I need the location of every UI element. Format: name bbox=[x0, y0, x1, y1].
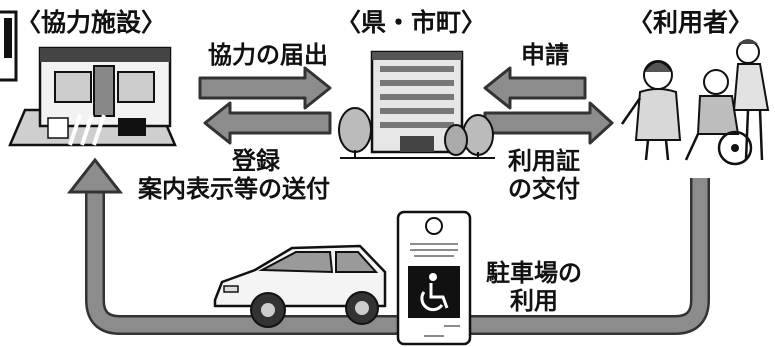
users-illustration bbox=[620, 39, 770, 166]
car-illustration bbox=[213, 244, 387, 328]
left-edge-sign bbox=[0, 10, 18, 82]
arrow-registration bbox=[203, 101, 332, 145]
issuance-label-line1: 利用証 bbox=[508, 147, 580, 175]
parking-use-label-line1: 駐車場の bbox=[486, 259, 582, 287]
parking-permit-card bbox=[396, 210, 472, 346]
arrow-issuance bbox=[483, 101, 614, 145]
government-header: 〈県・市町〉 bbox=[336, 8, 487, 37]
issuance-label-line2: の交付 bbox=[508, 175, 580, 203]
facility-building bbox=[8, 46, 177, 147]
arrow-application bbox=[483, 66, 587, 110]
registration-label-line2: 案内表示等の送付 bbox=[138, 175, 330, 203]
parking-use-label-line2: 利用 bbox=[510, 287, 558, 315]
notification-label: 協力の届出 bbox=[208, 41, 328, 69]
parking-sign-icon bbox=[118, 118, 146, 136]
government-building bbox=[338, 50, 495, 159]
registration-label-line1: 登録 bbox=[232, 147, 280, 175]
facility-header: 〈協力施設〉 bbox=[16, 8, 167, 37]
user-header: 〈利用者〉 bbox=[628, 8, 754, 37]
arrow-notification bbox=[198, 66, 332, 110]
wheelchair-mark-icon bbox=[47, 117, 69, 139]
application-label: 申請 bbox=[521, 41, 569, 69]
